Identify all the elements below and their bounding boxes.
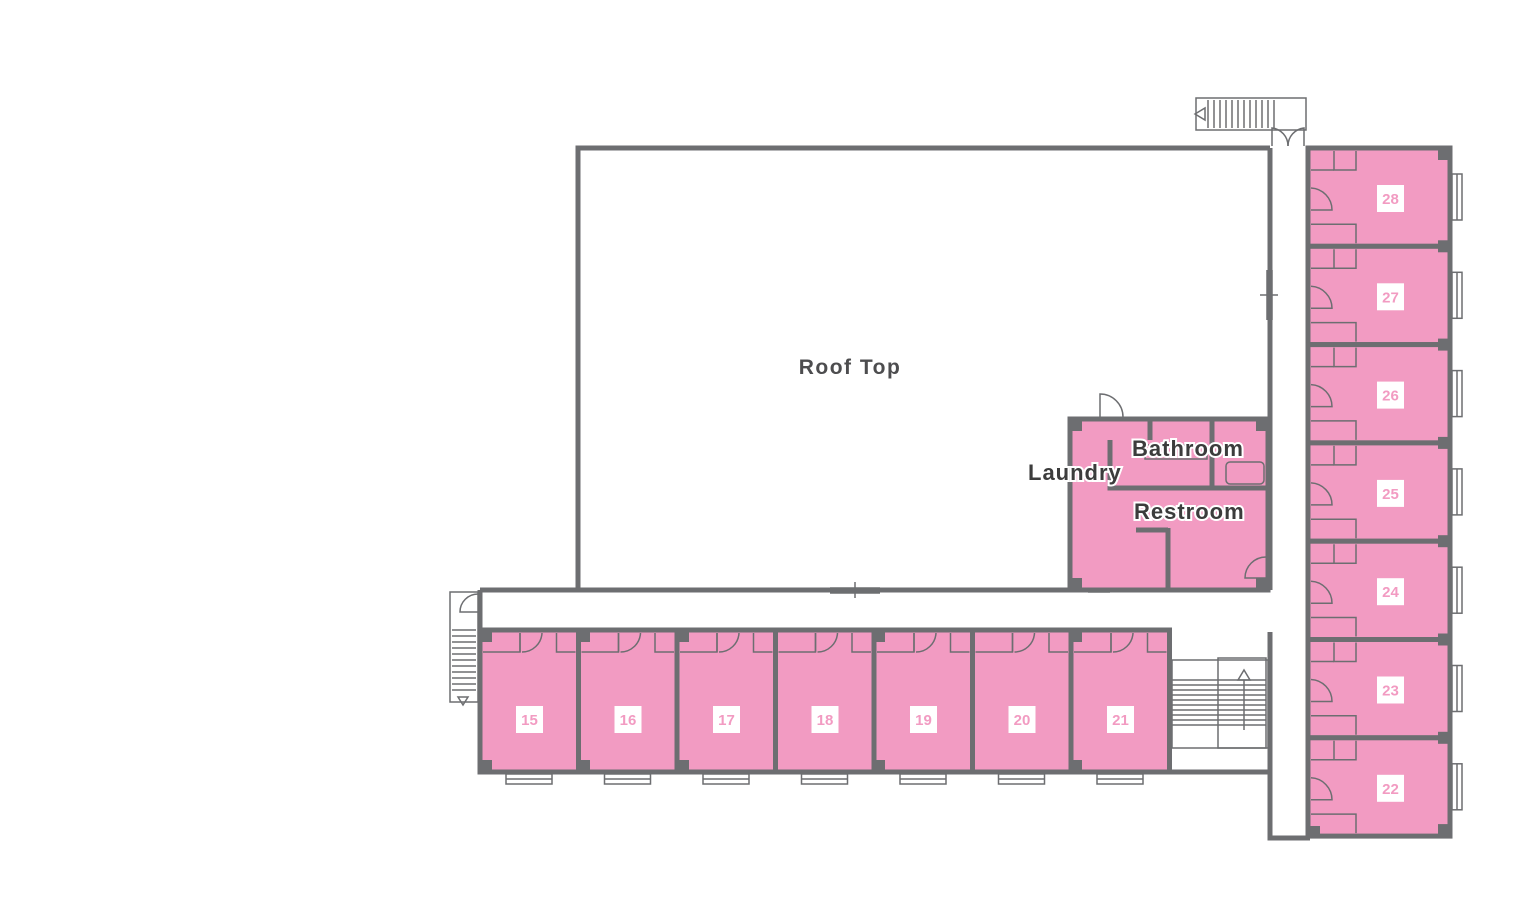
wall-post — [1070, 578, 1082, 590]
wall-post — [1438, 824, 1450, 837]
door-swing-icon — [817, 632, 839, 653]
door-swing-icon — [1310, 678, 1333, 703]
wall-post — [873, 630, 885, 642]
room-number-box — [1107, 706, 1134, 733]
door-swing-icon — [718, 632, 740, 653]
room-number: 18 — [817, 712, 834, 729]
door-swing-icon — [1244, 556, 1267, 579]
door-swing-icon — [915, 632, 937, 653]
door-swing-icon — [1310, 187, 1333, 211]
facilities-block: Laundry Bathroom Restroom — [480, 393, 1271, 642]
wall-post — [1438, 338, 1450, 351]
guest-room[interactable]: 26 — [1305, 342, 1463, 446]
wall-post — [1438, 436, 1450, 449]
wall-post — [873, 760, 885, 772]
room-number: 19 — [915, 712, 932, 729]
guest-room[interactable]: 19 — [871, 627, 975, 785]
roof-top-label: Roof Top — [799, 356, 902, 379]
guest-room[interactable]: 24 — [1305, 538, 1463, 643]
wall-post — [1308, 826, 1320, 838]
wall-post — [1070, 419, 1082, 431]
room-number-box — [1377, 774, 1404, 802]
room-number: 16 — [620, 712, 637, 729]
guest-room[interactable]: 21 — [1068, 627, 1172, 785]
bathtub-icon — [1225, 461, 1265, 485]
room-number-box — [1008, 706, 1036, 733]
wall-post — [1256, 578, 1268, 590]
stairs-icon — [1193, 97, 1307, 131]
room-number-box — [1377, 479, 1404, 507]
room-number: 26 — [1382, 388, 1399, 405]
wall-post — [1438, 535, 1450, 548]
wall-post — [1256, 419, 1268, 431]
room-number-box — [1377, 578, 1404, 606]
restroom-label: Restroom — [1134, 499, 1245, 524]
room-number: 27 — [1382, 289, 1399, 306]
guest-room[interactable]: 25 — [1305, 440, 1463, 544]
room-number: 23 — [1382, 683, 1399, 700]
room-number: 17 — [718, 712, 735, 729]
guest-room[interactable]: 27 — [1305, 243, 1463, 348]
door-swing-icon — [1014, 632, 1036, 653]
room-number-box — [1377, 381, 1404, 409]
wall-post — [677, 630, 689, 642]
guest-room[interactable]: 18 — [773, 627, 877, 785]
room-number-box — [1377, 283, 1404, 311]
door-swing-icon — [620, 632, 642, 653]
door-swing-icon — [1310, 482, 1333, 506]
room-number: 21 — [1112, 712, 1129, 729]
door-swing-icon — [1310, 383, 1333, 408]
door-swing-icon — [1310, 285, 1333, 310]
wall-post — [1438, 633, 1450, 646]
door-swing-icon — [1099, 393, 1124, 418]
wall-post — [480, 760, 492, 772]
guest-room[interactable]: 22 — [1305, 735, 1463, 839]
guest-room[interactable]: 20 — [970, 627, 1074, 785]
door-swing-icon — [1112, 632, 1134, 653]
wall-post — [578, 630, 590, 642]
room-number-box — [713, 706, 740, 733]
wall-post — [1070, 630, 1082, 642]
room-number-box — [811, 706, 839, 733]
wall-post — [1438, 731, 1450, 744]
guest-room[interactable]: 15 — [477, 627, 581, 785]
room-number-box — [910, 706, 937, 733]
room-number-box — [1377, 676, 1404, 704]
room-number: 25 — [1382, 486, 1399, 503]
room-number-box — [516, 706, 543, 733]
laundry-label: Laundry — [1028, 460, 1122, 485]
wall-post — [480, 630, 492, 642]
room-number: 15 — [521, 712, 538, 729]
wall-post — [1070, 760, 1082, 772]
door-swing-icon — [521, 632, 543, 653]
right-corridor — [1267, 148, 1311, 841]
bathroom-label: Bathroom — [1132, 436, 1244, 461]
room-number-box — [1377, 185, 1404, 212]
door-swing-icon — [1310, 777, 1333, 801]
wall-post — [1438, 240, 1450, 253]
door-swing-icon — [1310, 580, 1333, 604]
wall-post — [677, 760, 689, 772]
room-number: 28 — [1382, 191, 1399, 208]
room-number: 24 — [1382, 584, 1399, 601]
guest-room[interactable]: 23 — [1305, 637, 1463, 741]
guest-room[interactable]: 16 — [576, 627, 680, 785]
guest-room[interactable]: 17 — [674, 627, 778, 785]
room-number: 22 — [1382, 781, 1399, 798]
wall-post — [1438, 148, 1450, 160]
wall-post — [578, 760, 590, 772]
door-swing-icon — [1271, 127, 1305, 147]
room-number: 20 — [1014, 712, 1031, 729]
guest-room[interactable]: 28 — [1305, 145, 1463, 249]
stairs-icon — [449, 591, 479, 707]
room-number-box — [614, 706, 642, 733]
bottom-room-row: 15 16 17 18 19 20 21 — [477, 627, 1172, 785]
right-room-column: 28 27 26 25 24 23 22 — [1305, 145, 1463, 839]
stairs-icon — [1170, 657, 1270, 775]
